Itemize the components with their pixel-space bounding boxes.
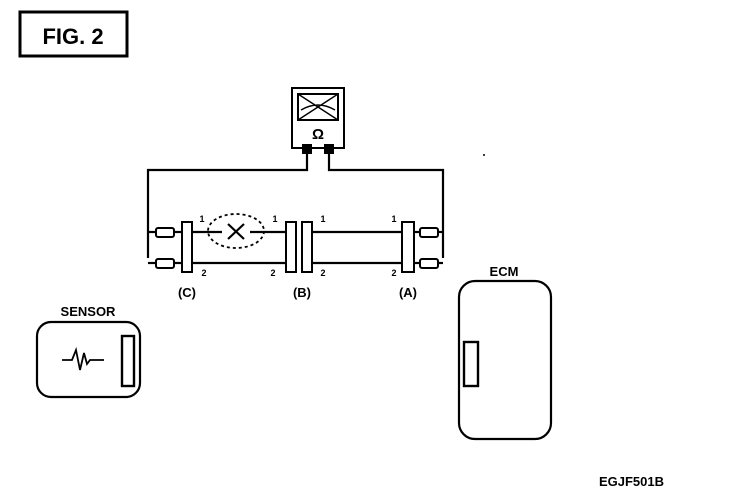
right-terminals [414,227,443,269]
meter-leads [146,154,445,258]
sensor-connector [120,334,136,388]
pin-b-left-1: 1 [272,214,277,224]
left-terminals [148,227,182,269]
connector-a [401,221,415,273]
pin-a-2: 2 [391,268,396,278]
pin-a-1: 1 [391,214,396,224]
connector-b-label: (B) [293,285,311,300]
connector-b-half-2 [301,221,313,273]
pin-c-1: 1 [199,214,204,224]
ohmmeter-probe-left [302,144,312,154]
open-circuit-cross-b [227,223,245,240]
right-terminal-1 [419,227,439,238]
ecm-connector [462,340,480,388]
waveform-icon [62,346,104,371]
print-speck [483,154,485,156]
connector-a-label: (A) [399,285,417,300]
pin-numbers: 1 2 1 2 1 2 1 2 [199,214,396,278]
figure-label-text: FIG. 2 [42,24,103,49]
pin-c-2: 2 [201,268,206,278]
pin-b-right-2: 2 [320,268,325,278]
connector-c-label: (C) [178,285,196,300]
sensor-body [35,320,142,399]
figure-code: EGJF501B [599,474,664,489]
figure-label: FIG. 2 [18,10,129,58]
ohmmeter-dial-cross-b [297,93,339,121]
pin-b-right-1: 1 [320,214,325,224]
ohm-symbol: Ω [312,126,324,143]
sensor: SENSOR [35,304,142,399]
ecm-body [457,279,553,441]
ohmmeter-probe-right [324,144,334,154]
connector-b-half-1 [285,221,297,273]
connector-b [285,221,313,273]
figure-label-box [18,10,129,58]
pin-b-left-2: 2 [270,268,275,278]
connector-c [181,221,193,273]
ohmmeter: Ω [291,87,345,154]
left-terminal-2 [155,258,175,269]
connector-c-housing [181,221,193,273]
left-meter-lead [146,154,309,258]
right-meter-lead [327,154,445,258]
open-circuit-mark [207,213,265,249]
connector-a-housing [401,221,415,273]
harness-wires [192,230,402,265]
ohmmeter-scale-arc [300,104,336,111]
right-terminal-2 [419,258,439,269]
left-terminal-1 [155,227,175,238]
ecm-label: ECM [490,264,519,279]
sensor-label: SENSOR [61,304,117,319]
ecm: ECM [457,264,553,441]
open-circuit-circle [207,213,265,249]
